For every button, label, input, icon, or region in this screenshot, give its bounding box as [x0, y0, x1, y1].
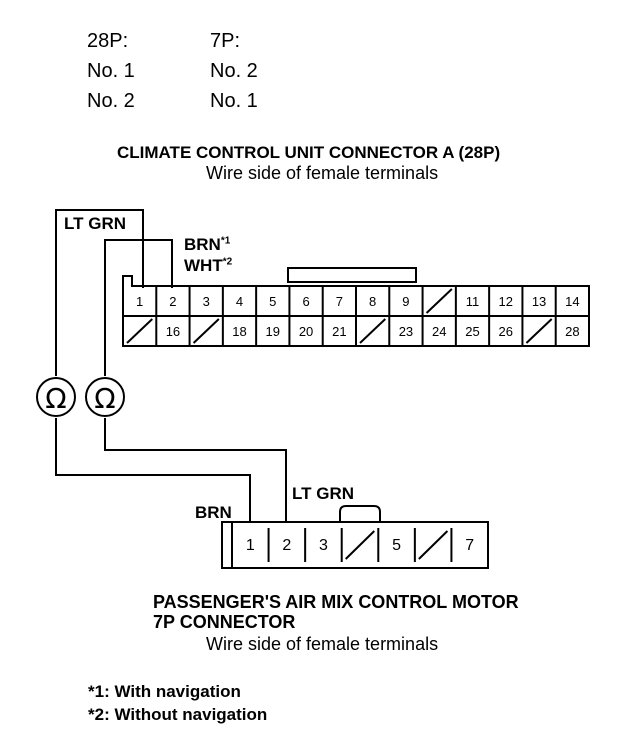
- connector-a-bottom-empty-slot: [359, 318, 386, 344]
- connector-a-bottom-pin-26: 26: [499, 324, 513, 339]
- connector-b-title-line1: PASSENGER'S AIR MIX CONTROL MOTOR: [153, 592, 519, 612]
- wire-label-lt-grn-a: LT GRN: [64, 214, 127, 233]
- connector-b-body: [221, 521, 489, 569]
- wire-brn-inner-lower: [104, 418, 287, 527]
- connector-a-bottom-pin-28: 28: [565, 324, 579, 339]
- connector-a-top-pin-11: 11: [466, 294, 480, 309]
- connector-a-top-pin-2: 2: [169, 294, 176, 309]
- wire-label-brn-b: BRN: [195, 503, 232, 522]
- mapping-row-2-7p: No. 1: [210, 90, 258, 112]
- connector-a-top-pin-7: 7: [336, 294, 343, 309]
- ohmmeter-right-icon: [85, 377, 125, 417]
- connector-a-subtitle: Wire side of female terminals: [206, 163, 439, 183]
- connector-a-title: CLIMATE CONTROL UNIT CONNECTOR A (28P): [117, 143, 501, 162]
- connector-b-empty-slot: [418, 530, 449, 560]
- connector-a-bottom-pin-21: 21: [332, 324, 346, 339]
- connector-b-title-line2: 7P CONNECTOR: [153, 612, 296, 632]
- wire-lt-grn-outer: [55, 209, 144, 376]
- connector-b-pin-2: 2: [282, 537, 291, 554]
- connector-b-cells: 1 2 3 5 7: [231, 522, 474, 568]
- footnote-2: *2: Without navigation: [88, 705, 268, 724]
- mapping-header-28p: 28P:: [87, 30, 129, 52]
- mapping-row-2-28p: No. 2: [87, 90, 135, 112]
- connector-b-empty-slot: [345, 530, 375, 560]
- connector-a-bottom-pin-25: 25: [465, 324, 479, 339]
- connector-a-top-pin-9: 9: [402, 294, 409, 309]
- connector-a-bottom-pin-24: 24: [432, 324, 446, 339]
- connector-a-top-pin-3: 3: [203, 294, 210, 309]
- wire-brn-inner: [104, 239, 173, 376]
- mapping-row-1-7p: No. 2: [210, 60, 258, 82]
- footnote-1: *1: With navigation: [88, 682, 241, 701]
- connector-b-pin-7: 7: [465, 537, 474, 554]
- connector-a-bottom-empty-slot: [126, 318, 153, 344]
- connector-b-subtitle: Wire side of female terminals: [206, 634, 439, 654]
- wire-label-brn-a: BRN*1: [184, 235, 231, 254]
- connector-a-bottom-pin-18: 18: [232, 324, 246, 339]
- connector-a-top-pin-8: 8: [369, 294, 376, 309]
- connector-a-top-pin-5: 5: [269, 294, 276, 309]
- connector-a-latch: [287, 267, 417, 283]
- mapping-row-1-28p: No. 1: [87, 60, 135, 82]
- ohmmeter-left-symbol: Ω: [45, 382, 66, 415]
- connector-a-bottom-pin-19: 19: [266, 324, 280, 339]
- connector-a-bottom-pin-16: 16: [166, 324, 180, 339]
- connector-a-bottom-empty-slot: [192, 318, 220, 344]
- wire-label-wht-a: WHT*2: [184, 256, 233, 275]
- connector-b-latch: [339, 505, 381, 522]
- connector-a-bottom-pin-23: 23: [399, 324, 413, 339]
- connector-a-top-pin-1: 1: [136, 294, 143, 309]
- connector-a-top-pin-6: 6: [302, 294, 309, 309]
- connector-a-top-pin-12: 12: [499, 294, 513, 309]
- connector-a-top-empty-slot: [425, 288, 453, 314]
- connector-b-pin-3: 3: [319, 537, 328, 554]
- connector-a-top-pin-4: 4: [236, 294, 243, 309]
- wire-label-lt-grn-b: LT GRN: [292, 484, 355, 503]
- connector-a-bottom-empty-slot: [525, 318, 553, 344]
- connector-b-pin-1: 1: [246, 537, 255, 554]
- connector-b-pin-5: 5: [392, 537, 401, 554]
- wire-lt-grn-outer-lower: [55, 418, 251, 527]
- connector-a-top-pin-13: 13: [532, 294, 546, 309]
- ohmmeter-left-icon: [36, 377, 76, 417]
- ohmmeter-right-symbol: Ω: [94, 382, 115, 415]
- connector-a-bottom-pin-20: 20: [299, 324, 313, 339]
- mapping-header-7p: 7P:: [210, 30, 241, 52]
- connector-a-top-pin-14: 14: [565, 294, 579, 309]
- wires: [55, 209, 287, 527]
